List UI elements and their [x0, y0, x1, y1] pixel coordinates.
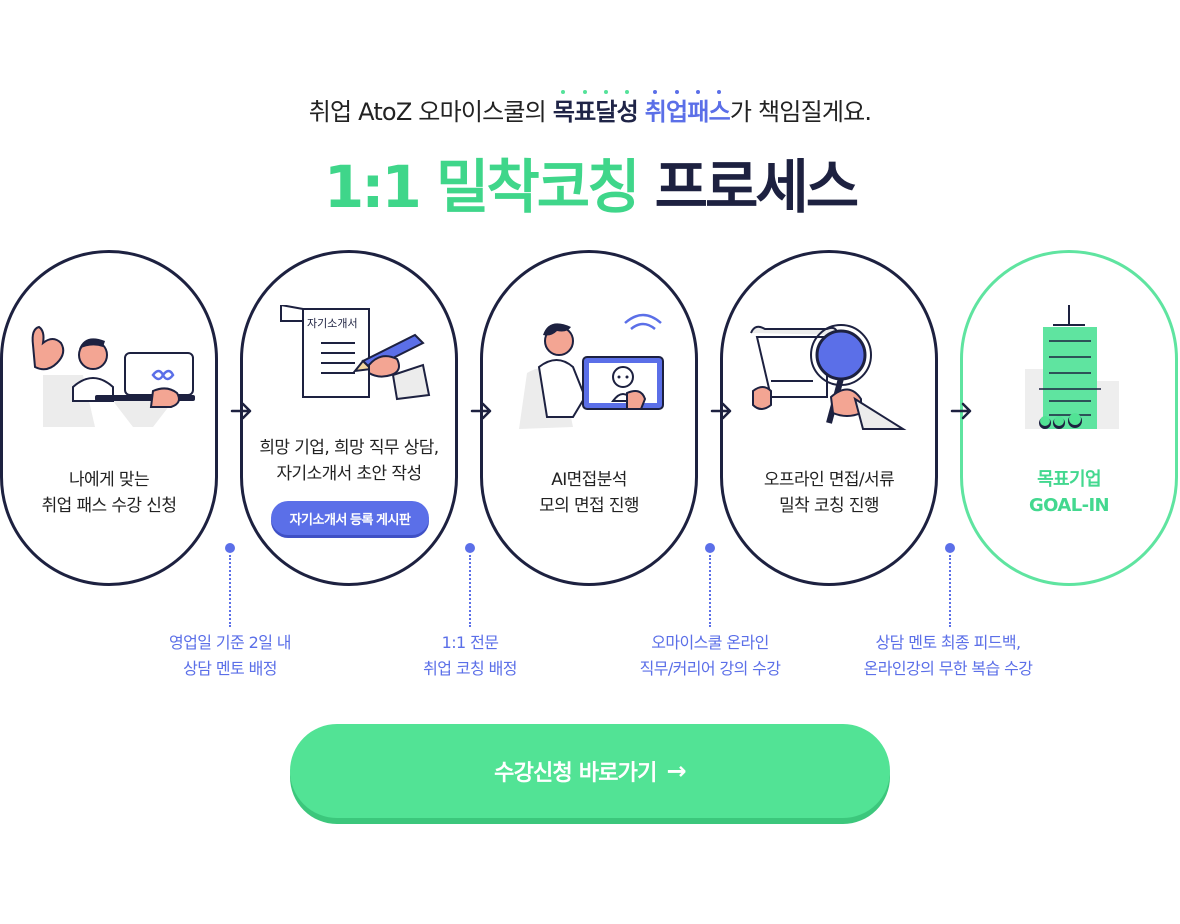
step-2-label: 희망 기업, 희망 직무 상담, 자기소개서 초안 작성: [259, 438, 439, 484]
title-green: 1:1 밀착코칭: [323, 153, 641, 221]
arrow-right-icon: [230, 402, 252, 420]
note-4: 상담 멘토 최종 피드백,온라인강의 무한 복습 수강: [863, 633, 1033, 678]
robot-icon: [519, 313, 664, 429]
title-navy: 프로세스: [654, 153, 859, 221]
intro-highlight-pass: 취업패스: [645, 90, 731, 126]
magnifier-icon: [750, 324, 907, 430]
step-1-card: 나에게 맞는 취업 패스 수강 신청: [0, 250, 218, 586]
resume-board-button[interactable]: 자기소개서 등록 게시판: [271, 501, 429, 535]
arrow-right-icon: [710, 402, 732, 420]
intro-suffix: 가 책임질게요.: [729, 98, 872, 126]
step-1-label: 나에게 맞는 취업 패스 수강 신청: [41, 470, 177, 516]
arrow-right-icon: [470, 402, 492, 420]
step-4-label: 오프라인 면접/서류 밀착 코칭 진행: [763, 470, 895, 516]
intro-text: 취업 AtoZ 오마이스쿨의 목표달성 취업패스가 책임질게요.: [0, 90, 1180, 127]
laptop-icon: [31, 325, 195, 427]
connector-4: [945, 543, 955, 627]
connector-2: [465, 543, 475, 627]
step-3-card: AI면접분석 모의 면접 진행: [480, 250, 698, 586]
step-3-label: AI면접분석 모의 면접 진행: [539, 470, 639, 516]
connector-3: [705, 543, 715, 627]
paper-label: 자기소개서: [307, 317, 358, 330]
intro-highlight-goal: 목표달성: [553, 90, 639, 126]
connector-1: [225, 543, 235, 627]
building-icon: [1025, 305, 1119, 429]
step-2-card: 자기소개서 희망 기업, 희망 직무 상담, 자기소개서 초안 작성 자기소개서…: [240, 250, 458, 586]
intro-prefix: 취업 AtoZ 오마이스쿨의: [308, 98, 547, 126]
enroll-button[interactable]: 수강신청 바로가기 →: [290, 724, 890, 818]
step-5-card: 목표기업 GOAL-IN: [960, 250, 1178, 586]
step-5-label: 목표기업 GOAL-IN: [1028, 469, 1110, 516]
page-title: 1:1 밀착코칭 프로세스: [0, 140, 1180, 224]
step-4-card: 오프라인 면접/서류 밀착 코칭 진행: [720, 250, 938, 586]
arrow-right-icon: →: [666, 757, 687, 785]
pencil-icon: 자기소개서: [280, 305, 431, 401]
arrow-right-icon: [950, 402, 972, 420]
enroll-button-label: 수강신청 바로가기: [494, 761, 657, 786]
